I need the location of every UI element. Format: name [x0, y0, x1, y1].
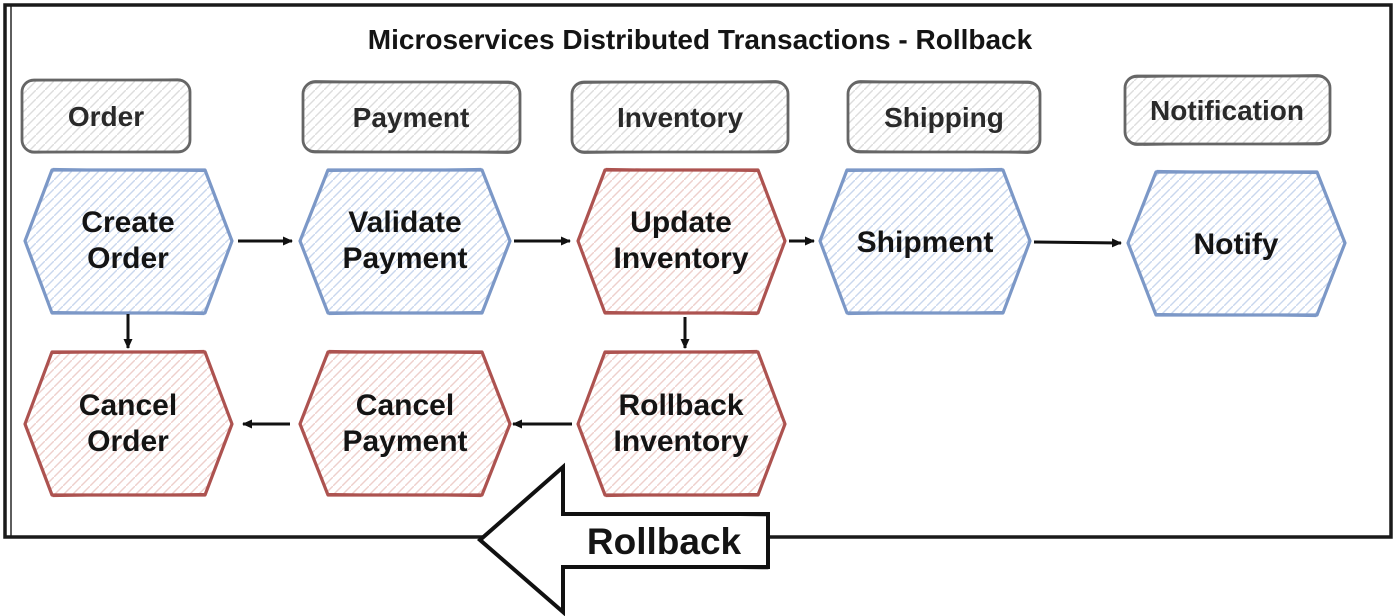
- arrow-shipment-to-notify: [1033, 238, 1122, 248]
- compensation-step-cancel-payment: Cancel Payment: [298, 349, 512, 498]
- step-label-line1: Shipment: [857, 226, 994, 259]
- step-label-line1: Update: [630, 206, 732, 239]
- step-label-line2: Order: [87, 425, 169, 458]
- step-label-line2: Inventory: [613, 242, 748, 275]
- service-label: Inventory: [617, 102, 743, 133]
- step-label-line2: Payment: [342, 242, 467, 275]
- service-label: Order: [68, 101, 144, 132]
- service-box-inventory: Inventory: [570, 80, 790, 154]
- step-label-line2: Payment: [342, 425, 467, 458]
- step-label-line1: Create: [81, 206, 174, 239]
- service-label: Notification: [1150, 95, 1304, 126]
- rollback-block-arrow: Rollback: [476, 462, 770, 616]
- service-box-order: Order: [20, 78, 192, 154]
- diagram-title: Microservices Distributed Transactions -…: [368, 24, 1033, 55]
- step-label-line2: Inventory: [613, 425, 748, 458]
- saga-step-update-inventory: Update Inventory: [576, 167, 787, 316]
- saga-step-validate-payment: Validate Payment: [298, 167, 512, 316]
- service-label: Shipping: [884, 102, 1004, 133]
- saga-step-create-order: Create Order: [23, 167, 234, 316]
- saga-step-notify: Notify: [1126, 169, 1347, 318]
- step-label-line2: Order: [87, 242, 169, 275]
- compensation-step-cancel-order: Cancel Order: [23, 349, 234, 498]
- step-label-line1: Cancel: [79, 389, 177, 422]
- service-box-payment: Payment: [301, 80, 522, 154]
- service-box-notification: Notification: [1123, 74, 1332, 146]
- step-label-line1: Validate: [348, 206, 461, 239]
- service-label: Payment: [353, 102, 470, 133]
- rollback-label: Rollback: [587, 521, 742, 562]
- service-box-shipping: Shipping: [846, 80, 1042, 154]
- step-label-line1: Rollback: [618, 389, 743, 422]
- step-label-line1: Cancel: [356, 389, 454, 422]
- compensation-step-rollback-inventory: Rollback Inventory: [576, 349, 787, 498]
- saga-step-shipment: Shipment: [818, 167, 1032, 316]
- step-label-line1: Notify: [1194, 228, 1279, 261]
